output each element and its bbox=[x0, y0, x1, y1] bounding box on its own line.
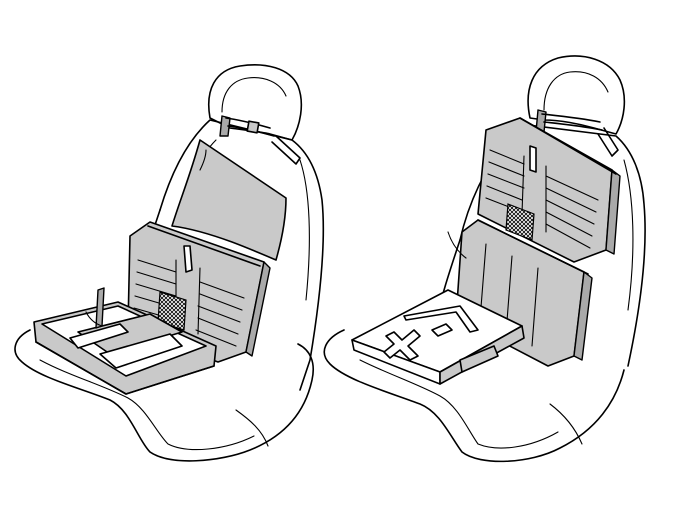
left-backrest bbox=[159, 119, 325, 391]
left-base-tray bbox=[33, 287, 217, 395]
right-tray-bar-cutout bbox=[403, 305, 479, 333]
right-tray-key-cutout bbox=[431, 323, 453, 337]
right-panel bbox=[323, 55, 646, 463]
left-panel bbox=[14, 64, 325, 462]
right-mesh-pocket bbox=[505, 203, 535, 241]
left-seat-cushion bbox=[14, 329, 314, 462]
left-mesh-pocket bbox=[157, 291, 187, 331]
left-pen-holder-icon bbox=[183, 245, 193, 273]
left-strap bbox=[219, 115, 301, 165]
right-tray-x-cutout bbox=[383, 329, 421, 361]
right-organizer-slots bbox=[485, 149, 599, 249]
right-upper-organizer bbox=[477, 117, 621, 263]
left-case-lid bbox=[171, 139, 287, 261]
right-headrest bbox=[527, 55, 626, 135]
right-tray bbox=[351, 289, 525, 385]
right-tray-handle bbox=[459, 345, 499, 373]
right-seat-cushion bbox=[323, 329, 625, 463]
right-pen-holder-icon bbox=[529, 145, 537, 173]
